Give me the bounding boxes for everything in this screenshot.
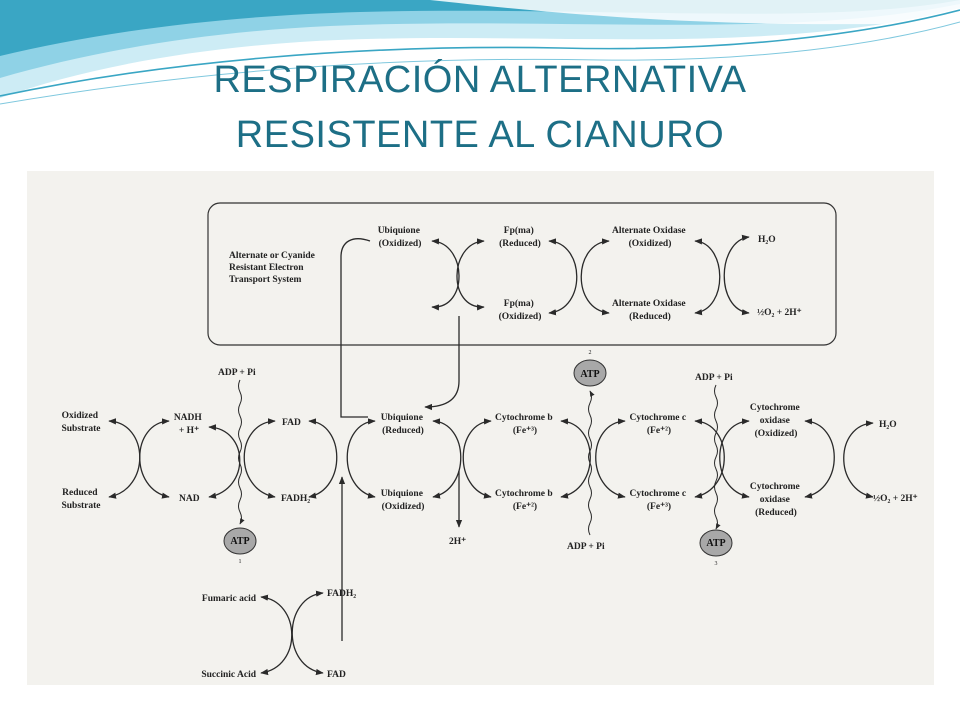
atp-number-site3: 3 <box>715 561 718 567</box>
arc-cyt-b-left <box>462 418 492 499</box>
atp-label-site1: ATP <box>230 536 249 547</box>
atp-circle-site3 <box>699 529 733 557</box>
alt-oxidase-oxidized: Alternate Oxidase (Oxidized) <box>612 226 688 249</box>
cytochrome-c-fe3: Cytochrome c (Fe⁺³) <box>630 489 689 512</box>
adp-pi-site1: ADP + Pi <box>218 368 256 378</box>
phosphorylation-arrow-site3 <box>714 384 721 530</box>
nad: NAD <box>179 494 200 504</box>
arc-nadh-left <box>139 418 170 499</box>
phosphorylation-arrow-site1 <box>238 379 245 525</box>
atp-label-site2: ATP <box>580 369 599 380</box>
fumaric-acid: Fumaric acid <box>202 594 257 604</box>
alt-arc-fp-right <box>548 238 578 316</box>
alt-connector-down <box>424 316 460 411</box>
atp-circle-site1 <box>223 527 257 555</box>
alt-arc-oxidase-left <box>580 238 610 316</box>
alt-oxidase-reduced: Alternate Oxidase (Reduced) <box>612 299 688 322</box>
paper-background <box>27 171 934 685</box>
nadh-h: NADH + H⁺ <box>174 413 204 436</box>
proton-release-label: 2H⁺ <box>449 537 466 547</box>
alt-arc-water <box>723 234 750 316</box>
arc-cyt-c-left <box>595 418 626 499</box>
atp-label-site3: ATP <box>706 538 725 549</box>
atp-circle-site2 <box>573 359 607 387</box>
slide-title-line-2: RESISTENTE AL CIANURO <box>235 114 725 156</box>
arc-fad-left <box>243 418 276 499</box>
cytochrome-oxidase-oxidized: Cytochrome oxidase (Oxidized) <box>750 403 802 439</box>
cytochrome-c-fe2: Cytochrome c (Fe⁺²) <box>630 413 689 436</box>
adp-pi-site2: ADP + Pi <box>567 542 605 552</box>
alt-fp-oxidized: Fp(ma) (Oxidized) <box>499 298 542 322</box>
alt-arc-fp-left <box>456 238 485 311</box>
box-title: Alternate or Cyanide Resistant Electron … <box>229 251 317 285</box>
arc-fad-right <box>308 418 338 499</box>
alt-fp-reduced: Fp(ma) (Reduced) <box>499 225 541 249</box>
atp-number-site2: 2 <box>589 350 592 356</box>
fadh2: FADH₂ <box>281 494 310 504</box>
arc-cyt-b-right <box>560 418 591 499</box>
electron-transport-diagram: Alternate or Cyanide Resistant Electron … <box>27 171 934 685</box>
header-wave-decoration <box>0 0 960 105</box>
arc-cyt-c-right <box>694 418 725 499</box>
alternate-pathway-box <box>207 202 837 346</box>
main-water: H₂O <box>879 420 897 430</box>
succinic-acid: Succinic Acid <box>201 670 256 680</box>
adp-pi-site3: ADP + Pi <box>695 373 733 383</box>
arc-ubiquinone-left <box>346 418 376 499</box>
cytochrome-b-fe2: Cytochrome b (Fe⁺²) <box>495 489 555 512</box>
arc-main-water <box>843 420 874 499</box>
succinate-fad: FAD <box>327 670 346 680</box>
cytochrome-b-fe3: Cytochrome b (Fe⁺³) <box>495 413 555 436</box>
arc-succinate-left <box>260 594 293 676</box>
cytochrome-oxidase-reduced: Cytochrome oxidase (Reduced) <box>750 482 802 518</box>
alt-oxygen: ½O₂ + 2H⁺ <box>757 308 802 318</box>
arc-succinate-right <box>291 590 324 676</box>
atp-number-site1: 1 <box>239 559 242 565</box>
oxidized-substrate: Oxidized Substrate <box>61 411 100 434</box>
arc-cyt-ox-left <box>719 418 750 499</box>
fad: FAD <box>282 418 301 428</box>
arc-cyt-ox-right <box>804 418 835 499</box>
ubiquinone-reduced: Ubiquione (Reduced) <box>381 413 426 436</box>
alt-ubiquinone-oxidized: Ubiquione (Oxidized) <box>378 226 423 249</box>
ubiquinone-oxidized: Ubiquione (Oxidized) <box>381 489 426 512</box>
alt-arc-oxidase-right <box>694 238 721 316</box>
arc-nadh-right <box>208 424 241 499</box>
succinate-fadh2: FADH₂ <box>327 589 356 599</box>
alt-water: H₂O <box>758 235 776 245</box>
alt-arc-ubiquinone <box>431 238 460 311</box>
arc-ubiquinone-right <box>432 418 462 499</box>
alt-connector-up <box>340 238 371 418</box>
reduced-substrate: Reduced Substrate <box>61 488 100 511</box>
slide-title-line-1: RESPIRACIÓN ALTERNATIVA <box>213 59 747 101</box>
main-oxygen: ½O₂ + 2H⁺ <box>873 494 918 504</box>
phosphorylation-arrow-site2 <box>588 390 595 536</box>
